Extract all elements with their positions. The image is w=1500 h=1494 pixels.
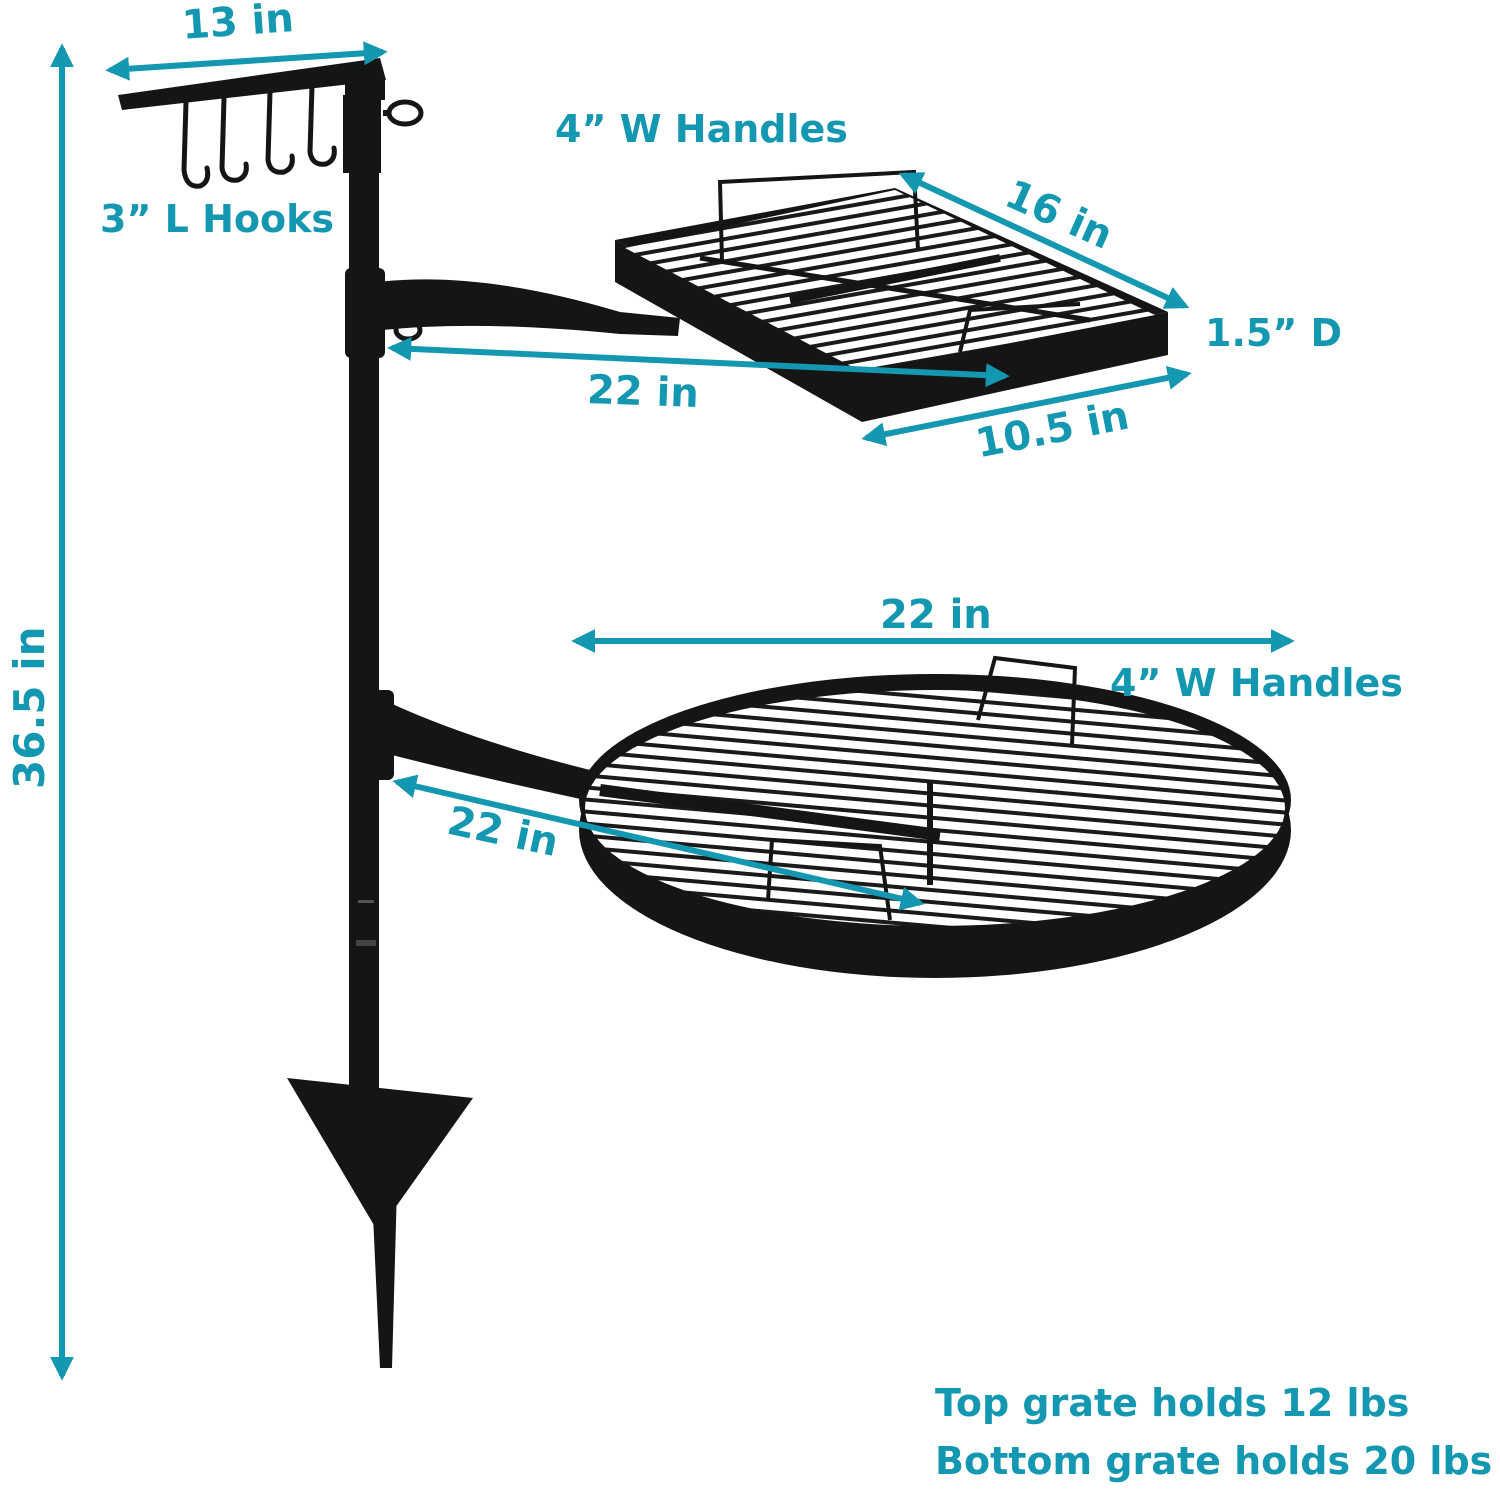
arrow-top-grate-length [898,172,1190,309]
top-grate-handles-label: 4” W Handles [555,107,848,151]
top-grate-capacity-note: Top grate holds 12 lbs [935,1381,1410,1425]
top-arm-reach-label: 22 in [586,367,700,417]
hook-length-label: 3” L Hooks [100,197,334,241]
total-height-label: 36.5 in [5,626,54,789]
arrow-top-grate-width [861,365,1192,447]
bottom-grate-diameter-label: 22 in [880,592,992,638]
hook-bar-width-label: 13 in [180,0,296,49]
top-grate-depth-label: 1.5” D [1205,311,1343,355]
dimension-arrows [50,41,1295,1381]
bottom-grate-capacity-note: Bottom grate holds 20 lbs [935,1439,1493,1483]
grill-stand [118,58,680,1368]
arrow-hook-bar [105,41,388,81]
bottom-grate-handles-label: 4” W Handles [1110,661,1403,705]
top-swivel-arm [378,279,680,336]
top-rectangular-grate [615,169,1168,422]
anchor-triangle [287,1078,473,1232]
arrow-bottom-arm-reach [392,774,925,911]
hooks [181,83,337,189]
